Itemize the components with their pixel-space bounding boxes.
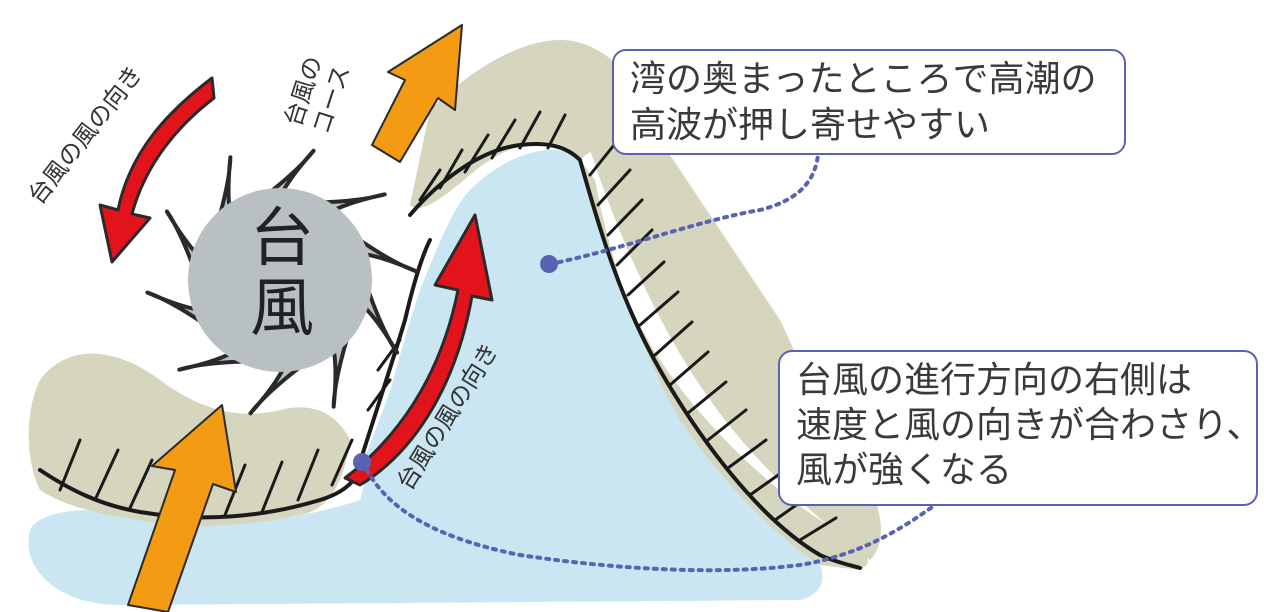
callout-right-line2: 速度と風の向きが合わさり、	[796, 405, 1263, 446]
coastline	[38, 141, 862, 570]
callout-right-line1: 台風の進行方向の右側は	[796, 360, 1193, 401]
wind-direction-arrow-left	[98, 76, 216, 264]
typhoon-char-1: 台	[250, 202, 314, 276]
callout-bay-line2: 高波が押し寄せやすい	[630, 105, 991, 146]
bay-marker-dot	[540, 255, 558, 273]
right-side-marker-dot	[353, 453, 371, 471]
typhoon-course-arrow-bottom	[127, 404, 237, 612]
wind-direction-arrow-center	[343, 213, 494, 487]
callout-right-side-strong-wind: 台風の進行方向の右側は 速度と風の向きが合わさり、 風が強くなる	[778, 350, 1263, 506]
callout-bay-line1: 湾の奥まったところで高潮の	[630, 59, 1097, 100]
leader-lines	[361, 153, 937, 573]
typhoon-symbol: 台 風	[145, 148, 419, 416]
land-hatching	[58, 110, 838, 542]
callout-bay-storm-surge: 湾の奥まったところで高潮の 高波が押し寄せやすい	[612, 49, 1126, 155]
typhoon-course-arrow-top	[371, 24, 463, 163]
typhoon-char-2: 風	[250, 272, 314, 346]
callout-right-line3: 風が強くなる	[796, 450, 1013, 491]
